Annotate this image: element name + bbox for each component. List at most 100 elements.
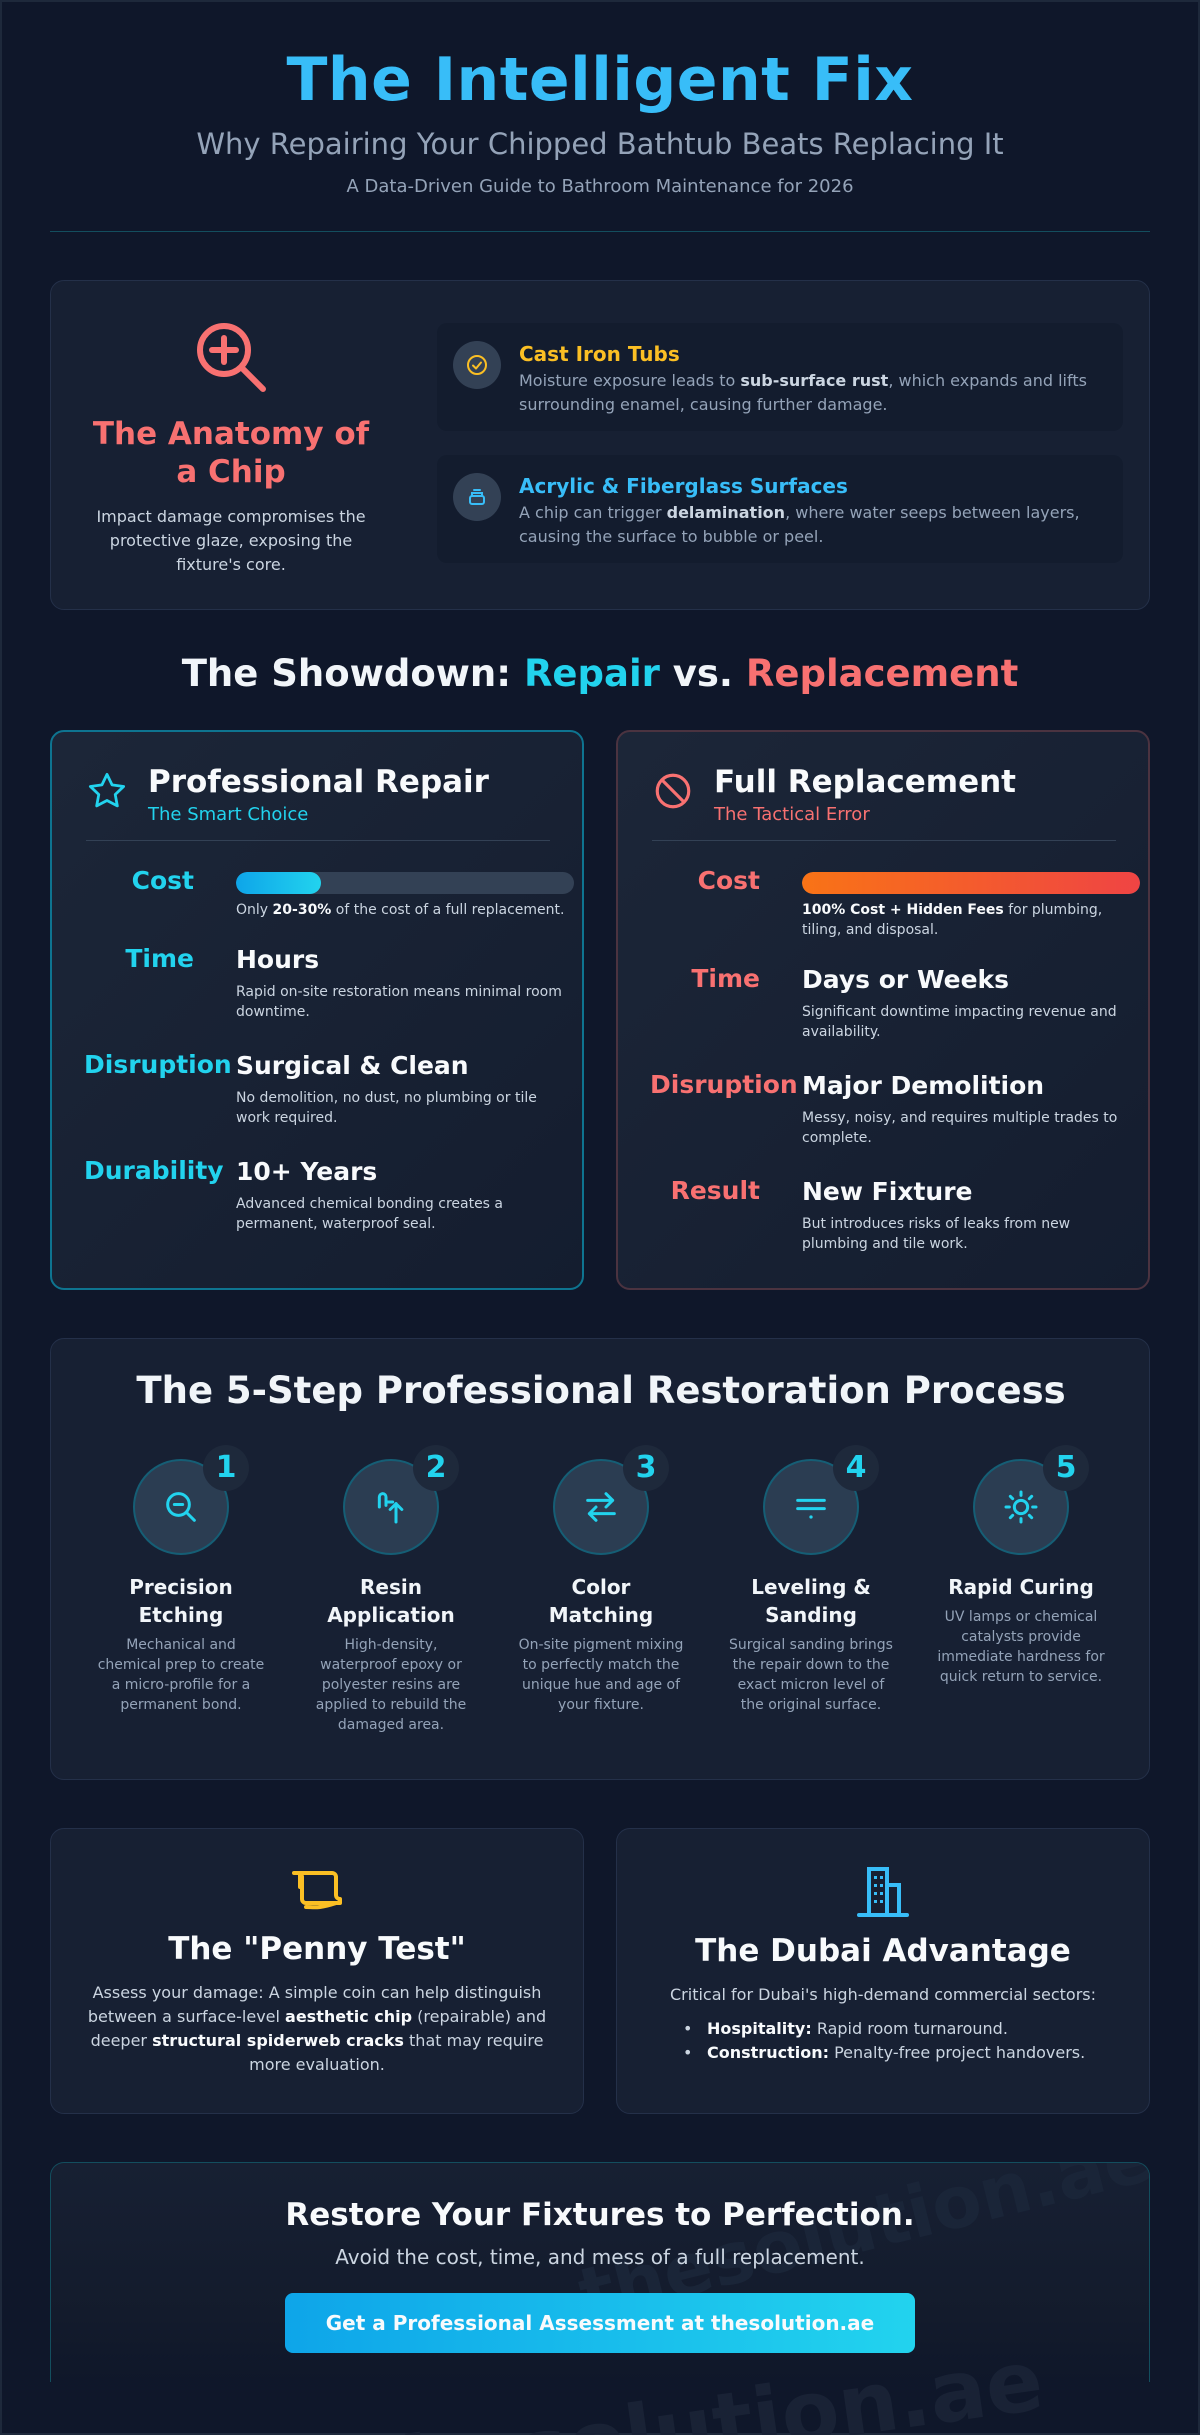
repair-cost-desc: Only 20-30% of the cost of a full replac… xyxy=(236,902,565,918)
search-minus-icon xyxy=(166,1492,196,1522)
replacement-subtitle: The Tactical Error xyxy=(714,804,870,825)
step-4-number: 4 xyxy=(833,1445,879,1491)
replacement-cost-label: Cost xyxy=(697,866,760,895)
process-title: The 5-Step Professional Restoration Proc… xyxy=(136,1369,1066,1412)
repair-cost-label: Cost xyxy=(131,866,194,895)
step-3-number: 3 xyxy=(623,1445,669,1491)
dubai-intro: Critical for Dubai's high-demand commerc… xyxy=(670,1985,1096,2004)
step-5-badge: 5 xyxy=(973,1445,1089,1555)
process-section: The 5-Step Professional Restoration Proc… xyxy=(50,1338,1150,1780)
replacement-disruption-label: Disruption xyxy=(650,1070,798,1099)
replacement-result-label: Result xyxy=(670,1176,760,1205)
pointer-up-icon xyxy=(377,1492,404,1524)
step-5-title: Rapid Curing xyxy=(948,1575,1094,1599)
process-step-2: 2 Resin Application High-density, waterp… xyxy=(306,1445,476,1735)
replacement-cost-fill xyxy=(802,872,1140,894)
replacement-time-desc: Significant downtime impacting revenue a… xyxy=(802,1004,1117,1040)
replacement-disruption-desc: Messy, noisy, and requires multiple trad… xyxy=(802,1110,1118,1146)
cast-iron-card: Cast Iron Tubs Moisture exposure leads t… xyxy=(437,323,1123,431)
repair-disruption-value: Surgical & Clean xyxy=(236,1051,469,1080)
building-icon xyxy=(857,1867,909,1917)
check-circle-icon xyxy=(453,341,501,389)
step-1-desc: Mechanical and chemical prep to create a… xyxy=(97,1637,265,1713)
process-step-5: 5 Rapid Curing UV lamps or chemical cata… xyxy=(936,1445,1106,1687)
acrylic-title: Acrylic & Fiberglass Surfaces xyxy=(519,474,848,498)
anatomy-description: Impact damage compromises the protective… xyxy=(96,507,366,574)
cta-section: thesolution.ae Restore Your Fixtures to … xyxy=(50,2162,1150,2382)
step-4-badge: 4 xyxy=(763,1445,879,1555)
anatomy-intro: The Anatomy of a Chip Impact damage comp… xyxy=(81,317,381,577)
repair-time-desc: Rapid on-site restoration means minimal … xyxy=(236,984,562,1020)
zoom-in-icon xyxy=(197,323,266,392)
repair-subtitle: The Smart Choice xyxy=(148,804,309,825)
header-divider xyxy=(50,231,1150,232)
replacement-result-desc: But introduces risks of leaks from new p… xyxy=(802,1216,1071,1252)
star-icon xyxy=(88,772,126,808)
assessment-button[interactable]: Get a Professional Assessment at thesolu… xyxy=(285,2293,915,2353)
sun-icon xyxy=(1004,1490,1038,1524)
step-3-badge: 3 xyxy=(553,1445,669,1555)
step-2-badge: 2 xyxy=(343,1445,459,1555)
cast-iron-title: Cast Iron Tubs xyxy=(519,342,680,366)
replacement-column: Full Replacement The Tactical Error Cost… xyxy=(616,730,1150,1290)
repair-disruption-desc: No demolition, no dust, no plumbing or t… xyxy=(236,1090,537,1126)
step-4-title: Leveling & Sanding xyxy=(751,1575,871,1627)
anatomy-title: The Anatomy of a Chip xyxy=(92,416,370,490)
dubai-card: The Dubai Advantage Critical for Dubai's… xyxy=(616,1828,1150,2114)
replacement-divider xyxy=(652,840,1116,841)
step-5-number: 5 xyxy=(1043,1445,1089,1491)
step-1-number: 1 xyxy=(203,1445,249,1491)
repair-time-value: Hours xyxy=(236,945,320,974)
step-1-title: Precision Etching xyxy=(129,1575,233,1627)
repair-cost-fill xyxy=(236,872,321,894)
repair-divider xyxy=(86,840,550,841)
scroll-icon xyxy=(292,1871,342,1910)
penny-test-text: Assess your damage: A simple coin can he… xyxy=(87,1983,547,2074)
page-tagline: A Data-Driven Guide to Bathroom Maintena… xyxy=(346,176,854,197)
repair-cost-bar xyxy=(236,872,574,894)
ban-icon xyxy=(655,773,691,809)
replacement-result-value: New Fixture xyxy=(802,1177,973,1206)
page-header: The Intelligent Fix Why Repairing Your C… xyxy=(0,0,1200,232)
step-3-desc: On-site pigment mixing to perfectly matc… xyxy=(518,1637,684,1713)
step-2-number: 2 xyxy=(413,1445,459,1491)
acrylic-text: A chip can trigger delamination, where w… xyxy=(519,503,1080,546)
repair-disruption-label: Disruption xyxy=(84,1050,232,1079)
repair-time-label: Time xyxy=(125,944,194,973)
repair-column: Professional Repair The Smart Choice Cos… xyxy=(50,730,584,1290)
penny-test-title: The "Penny Test" xyxy=(168,1931,466,1967)
dubai-list: Hospitality: Rapid room turnaround. Cons… xyxy=(681,2017,1149,2065)
step-1-badge: 1 xyxy=(133,1445,249,1555)
replacement-time-label: Time xyxy=(691,964,760,993)
anatomy-section: The Anatomy of a Chip Impact damage comp… xyxy=(50,280,1150,610)
step-4-desc: Surgical sanding brings the repair down … xyxy=(729,1637,893,1713)
process-step-4: 4 Leveling & Sanding Surgical sanding br… xyxy=(726,1445,896,1715)
list-item: Construction: Penalty-free project hando… xyxy=(681,2041,1149,2065)
replacement-cost-bar xyxy=(802,872,1140,894)
repair-durability-value: 10+ Years xyxy=(236,1157,378,1186)
replacement-cost-desc: 100% Cost + Hidden Fees for plumbing, ti… xyxy=(802,902,1103,938)
cta-title: Restore Your Fixtures to Perfection. xyxy=(285,2197,915,2233)
step-5-desc: UV lamps or chemical catalysts provide i… xyxy=(937,1609,1105,1685)
repair-durability-desc: Advanced chemical bonding creates a perm… xyxy=(236,1196,504,1232)
step-3-title: Color Matching xyxy=(548,1575,654,1627)
page-title: The Intelligent Fix xyxy=(286,45,914,115)
process-step-1: 1 Precision Etching Mechanical and chemi… xyxy=(96,1445,266,1715)
repair-durability-label: Durability xyxy=(84,1156,224,1185)
step-2-title: Resin Application xyxy=(327,1575,455,1627)
repair-title: Professional Repair xyxy=(148,764,489,800)
step-2-desc: High-density, waterproof epoxy or polyes… xyxy=(315,1637,467,1733)
replacement-title: Full Replacement xyxy=(714,764,1016,800)
layers-icon xyxy=(453,473,501,521)
replacement-time-value: Days or Weeks xyxy=(802,965,1010,994)
replacement-disruption-value: Major Demolition xyxy=(802,1071,1045,1100)
dubai-title: The Dubai Advantage xyxy=(695,1933,1071,1969)
list-item: Hospitality: Rapid room turnaround. xyxy=(681,2017,1149,2041)
acrylic-card: Acrylic & Fiberglass Surfaces A chip can… xyxy=(437,455,1123,563)
showdown-title: The Showdown: Repair vs. Replacement xyxy=(181,652,1019,695)
swap-arrows-icon xyxy=(586,1492,616,1522)
cast-iron-text: Moisture exposure leads to sub-surface r… xyxy=(519,371,1087,414)
level-lines-icon xyxy=(796,1498,826,1519)
process-step-3: 3 Color Matching On-site pigment mixing … xyxy=(516,1445,686,1715)
cta-subtitle: Avoid the cost, time, and mess of a full… xyxy=(335,2245,865,2269)
